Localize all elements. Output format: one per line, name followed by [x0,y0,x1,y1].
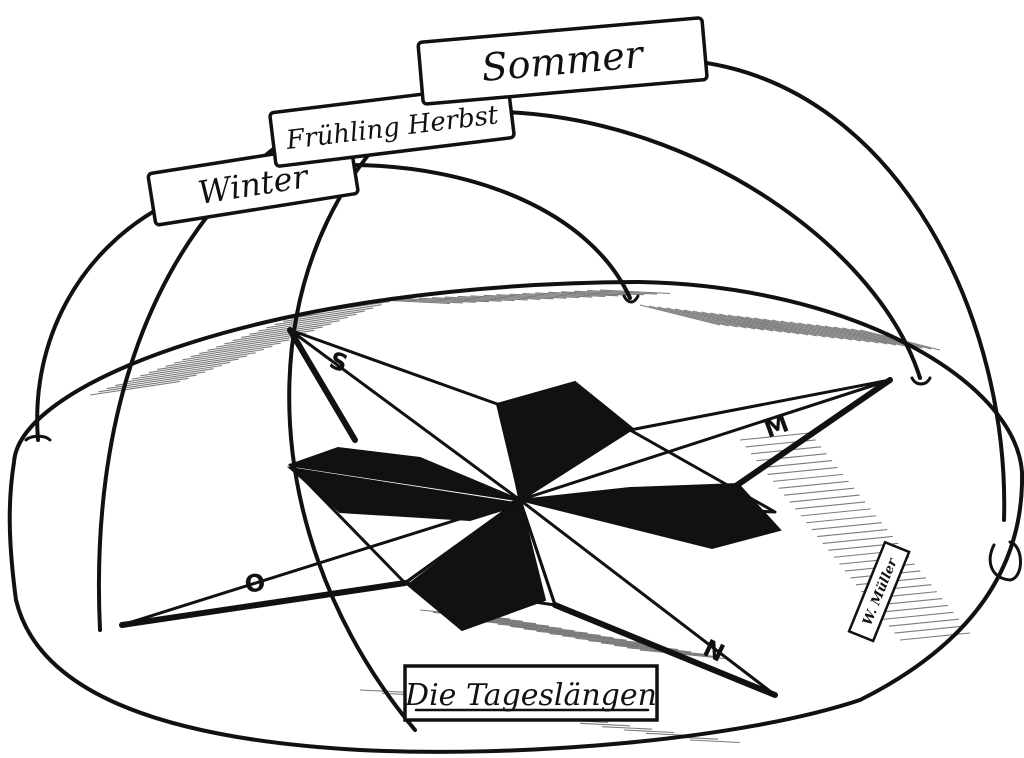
hatch-stroke [806,516,876,523]
hatch-stroke [149,359,239,373]
summer-sun-path [289,62,1004,730]
hatch-stroke [90,382,180,396]
hatch-stroke [140,362,230,376]
hatch-stroke [823,536,893,543]
caption-text: Die Tageslängen [404,678,657,713]
hatch-stroke [199,340,289,354]
hatch-stroke [784,488,854,495]
hatch-stroke [580,723,630,726]
hatch-stroke [883,612,953,619]
hatch-stroke [182,346,272,360]
direction-east: O [243,568,268,599]
hatch-stroke [894,626,964,633]
hatch-stroke [795,502,865,509]
compass-rose [122,330,890,695]
hatch-stroke [812,523,882,530]
hatch-stroke [817,530,887,537]
hatch-stroke [300,302,390,316]
hatch-stroke [900,633,970,640]
hatch-stroke [174,350,264,364]
hatch-stroke [266,314,356,328]
hatch-stroke [166,353,256,367]
hatch-stroke [801,509,871,516]
hatch-stroke [233,327,323,341]
hatch-stroke [124,369,214,383]
hatch-stroke [889,619,959,626]
hatch-stroke [132,366,222,380]
hatch-stroke [602,727,652,730]
hatch-stroke [208,337,298,351]
hatch-stroke [624,730,674,733]
hatch-stroke [773,474,843,481]
summer-label: Sommer [418,18,707,105]
hatch-stroke [690,740,740,743]
caption: Die Tageslängen [404,666,657,720]
hatch-stroke [768,467,838,474]
signature: W. Müller [849,542,909,641]
hatch-stroke [157,356,247,370]
hatch-stroke [107,375,197,389]
hatch-stroke [757,454,827,461]
hatch-stroke [790,495,860,502]
hatch-stroke [779,481,849,488]
hatch-stroke [191,343,281,357]
hatch-stroke [98,378,188,392]
